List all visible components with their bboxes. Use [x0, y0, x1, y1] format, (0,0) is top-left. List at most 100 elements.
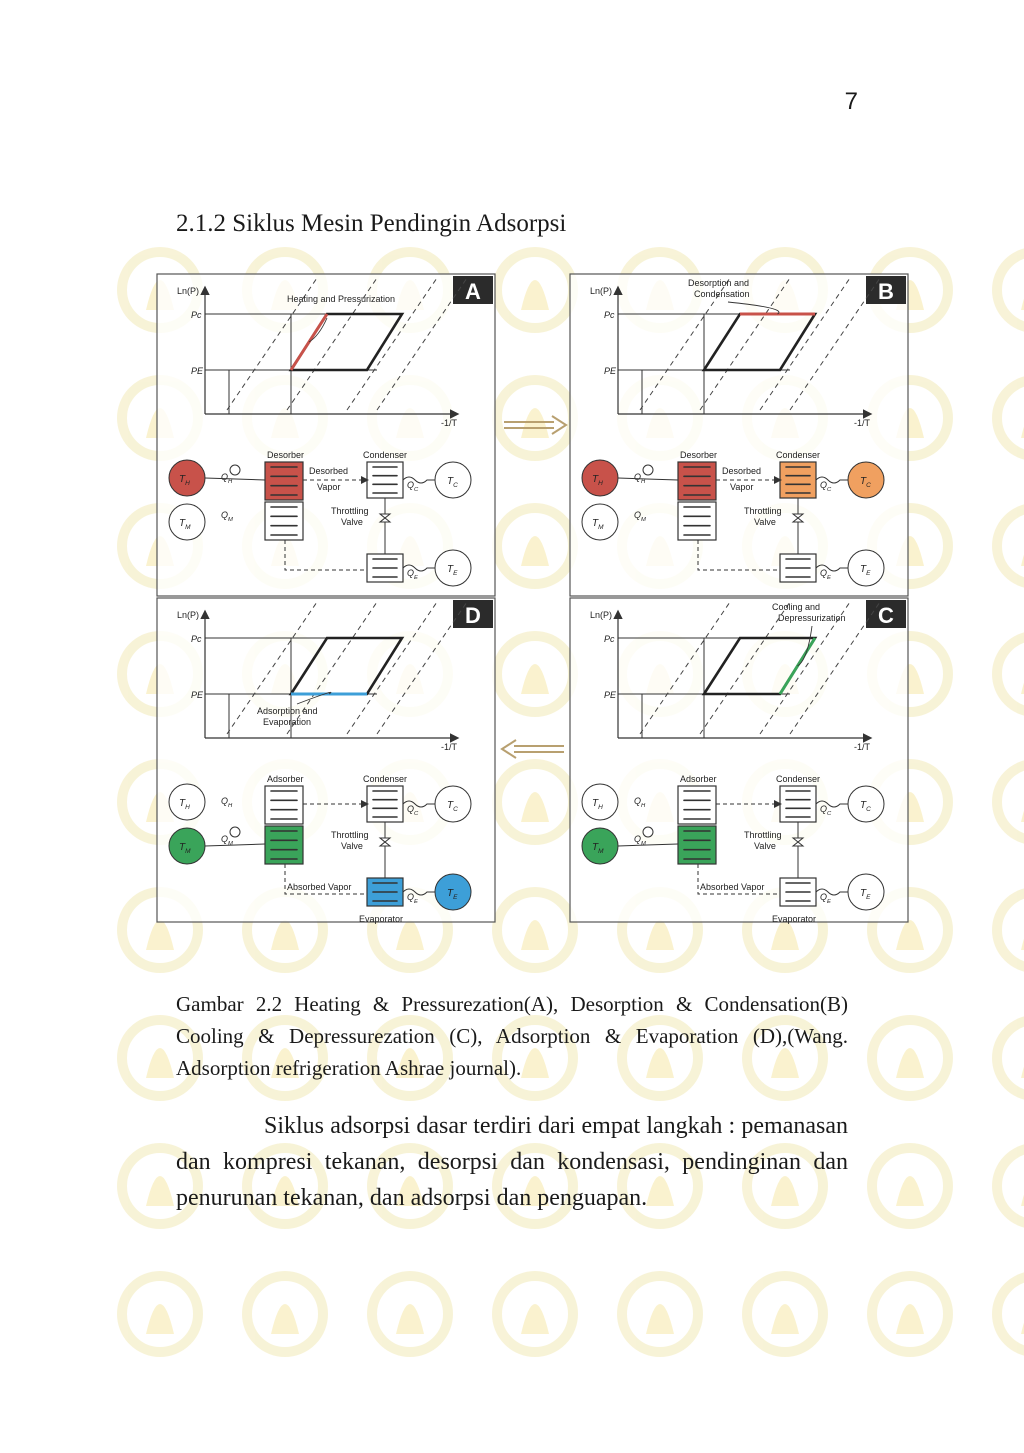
- return-flow-line: [697, 864, 780, 895]
- qe-label: QE: [820, 892, 831, 905]
- condenser-label: Condenser: [363, 450, 407, 460]
- qm-label: QM: [634, 510, 646, 523]
- watermark-tile: [992, 888, 1024, 972]
- evaporator-coil: [366, 553, 404, 583]
- te-label: TE: [447, 888, 458, 901]
- watermark-tile: [117, 1143, 203, 1229]
- qh-label: QH: [221, 796, 233, 809]
- tm-reservoir-icon: [581, 503, 619, 541]
- panel-frame: [569, 273, 909, 597]
- watermark-tile: [242, 1015, 328, 1101]
- watermark-tile: [117, 1015, 203, 1101]
- qc-wave: [815, 476, 848, 484]
- sorbent-bed-lower: [264, 501, 304, 541]
- panel-letter: C: [878, 603, 894, 628]
- sorbent-bed-lower: [677, 825, 717, 865]
- qc-label: QC: [820, 804, 832, 817]
- th-label: TH: [592, 798, 603, 811]
- pe-label: PE: [604, 690, 617, 700]
- watermark-tile: [242, 1143, 328, 1229]
- sorbent-bed-upper: [264, 461, 304, 501]
- pc-label: Pc: [604, 310, 615, 320]
- throttling-valve-icon: [791, 513, 805, 523]
- watermark-tile: [492, 887, 578, 973]
- watermark-tile: [992, 632, 1024, 716]
- qc-label: QC: [407, 480, 419, 493]
- te-label: TE: [860, 564, 871, 577]
- throttling-valve-label: Throttling: [331, 506, 369, 516]
- watermark-tile: [742, 1143, 828, 1229]
- qm-label: QM: [221, 834, 233, 847]
- qc-wave: [402, 800, 435, 808]
- process-annotation: Evaporation: [263, 717, 311, 727]
- pe-label: PE: [191, 690, 204, 700]
- watermark-tile: [867, 887, 953, 973]
- annotation-leader: [797, 625, 813, 667]
- th-label: TH: [179, 798, 190, 811]
- watermark-tile: [992, 760, 1024, 844]
- condenser-coil: [366, 461, 404, 499]
- throttling-valve-label: Valve: [754, 517, 776, 527]
- watermark-tile: [617, 1143, 703, 1229]
- watermark-tile: [992, 504, 1024, 588]
- watermark-tile: [617, 1015, 703, 1101]
- th-label: TH: [179, 474, 190, 487]
- throttling-valve-icon: [378, 513, 392, 523]
- watermark-tile: [742, 1271, 828, 1357]
- sorbent-bed-lower: [677, 501, 717, 541]
- panel-letter-badge: [866, 600, 906, 628]
- te-label: TE: [447, 564, 458, 577]
- process-annotation: Depressurization: [778, 613, 846, 623]
- x-axis-label: -1/T: [854, 742, 871, 752]
- watermark-tile: [992, 1144, 1024, 1228]
- absorbed-vapor-label: Absorbed Vapor: [700, 882, 764, 892]
- tc-label: TC: [447, 800, 458, 813]
- evaporator-label: Evaporator: [359, 914, 403, 924]
- pc-label: Pc: [191, 310, 202, 320]
- figure-caption: Gambar 2.2 Heating & Pressurezation(A), …: [176, 992, 848, 1080]
- tm-label: TM: [179, 842, 191, 855]
- process-annotation: Heating and Pressurization: [287, 294, 395, 304]
- condenser-label: Condenser: [776, 450, 820, 460]
- qh-label: QH: [634, 472, 646, 485]
- tm-reservoir-icon: [168, 503, 206, 541]
- condenser-label: Condenser: [363, 774, 407, 784]
- process-annotation: Condensation: [694, 289, 750, 299]
- qc-label: QC: [407, 804, 419, 817]
- flow-arrow-a-to-b: [504, 415, 568, 435]
- tc-label: TC: [447, 476, 458, 489]
- qe-label: QE: [407, 568, 418, 581]
- process-annotation: Cooling and: [772, 602, 820, 612]
- heat-transfer-line: [204, 843, 266, 847]
- y-axis-label: Ln(P): [177, 610, 199, 620]
- watermark-tile: [367, 1271, 453, 1357]
- x-axis-label: -1/T: [441, 742, 458, 752]
- pump-icon: [642, 464, 654, 476]
- heat-transfer-line: [204, 477, 266, 481]
- th-reservoir-icon: [581, 783, 619, 821]
- panel-letter: A: [465, 279, 481, 304]
- watermark-tile: [367, 1143, 453, 1229]
- watermark-tile: [867, 1143, 953, 1229]
- sorbent-bed-upper: [677, 461, 717, 501]
- watermark-tile: [617, 1271, 703, 1357]
- heat-transfer-line: [617, 477, 679, 481]
- absorbed-vapor-label: Absorbed Vapor: [287, 882, 351, 892]
- throttling-valve-label: Valve: [341, 841, 363, 851]
- desorbed-vapor-label: Vapor: [730, 482, 753, 492]
- flow-arrow-c-to-d: [500, 739, 564, 759]
- evaporator-coil: [366, 877, 404, 907]
- y-axis-label: Ln(P): [177, 286, 199, 296]
- qe-label: QE: [407, 892, 418, 905]
- watermark-tile: [992, 1272, 1024, 1356]
- watermark-tile: [492, 1015, 578, 1101]
- panel-frame: [156, 273, 496, 597]
- tm-label: TM: [592, 518, 604, 531]
